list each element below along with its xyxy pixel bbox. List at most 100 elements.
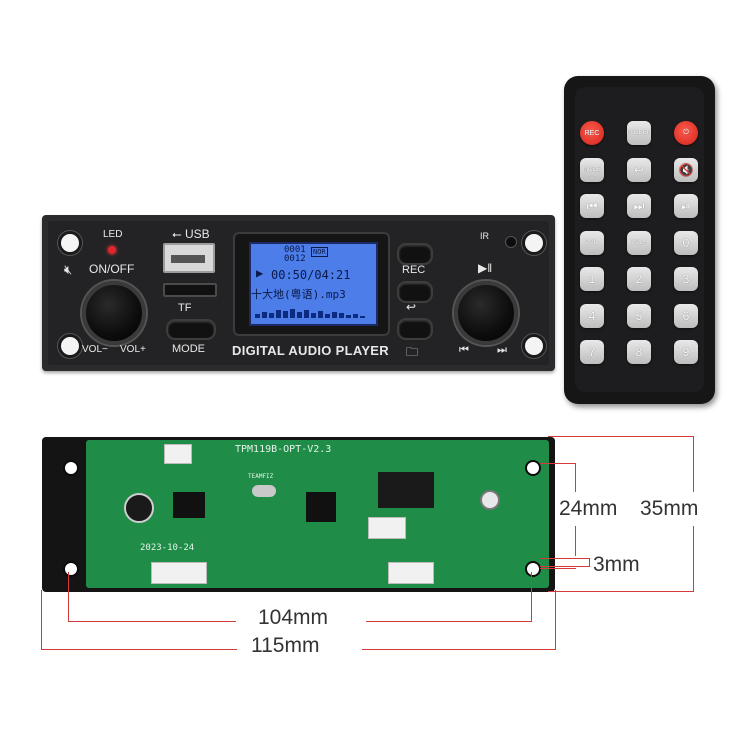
lcd-eq-mode: NOR <box>311 247 328 257</box>
remote-button-1-2[interactable]: 🔇 <box>674 157 698 182</box>
remote-button-4-1[interactable]: 2 <box>627 267 651 291</box>
screw-hole-bottom-left <box>58 334 82 358</box>
dim-35mm-upper-vertical <box>693 436 694 492</box>
mode-button[interactable] <box>166 319 216 340</box>
dim-115mm-right-line <box>362 649 556 650</box>
dim-35mm-top-line <box>548 436 694 437</box>
lcd-spectrum-bar <box>262 312 267 318</box>
lcd-spectrum-bar <box>353 314 358 318</box>
lcd-track-total: 0012 <box>284 254 306 264</box>
mount-hole-top-left <box>63 460 79 476</box>
pcb-brand-label: TEAMFIZ <box>248 473 274 480</box>
pcb-model-label: TPM119B-OPT-V2.3 <box>235 444 332 455</box>
lcd-track-number: 0001 <box>284 245 306 255</box>
dim-104mm-label: 104mm <box>258 606 329 629</box>
remote-button-0-0[interactable]: REC <box>580 121 604 145</box>
remote-button-6-2[interactable]: 9 <box>674 340 698 364</box>
pcb-connector-top <box>164 444 192 464</box>
dim-35mm-label: 35mm <box>640 497 699 520</box>
dim-24mm-upper-vertical <box>575 463 576 492</box>
remote-button-5-0[interactable]: 4 <box>580 303 604 328</box>
ir-receiver <box>505 236 517 248</box>
screw-hole-top-left <box>58 231 82 255</box>
power-label: ON/OFF <box>89 262 135 276</box>
pcb-connector-middle <box>368 517 406 539</box>
dim-35mm-lower-vertical <box>693 526 694 592</box>
folder-button[interactable] <box>397 281 433 303</box>
remote-button-6-1[interactable]: 8 <box>627 340 651 364</box>
volume-knob[interactable] <box>82 281 146 345</box>
lcd-spectrum-bar <box>276 310 281 318</box>
pcb-main-chip <box>306 492 336 522</box>
rec-label: REC <box>402 264 426 276</box>
dim-3mm-vertical <box>589 558 590 567</box>
lcd-spectrum-bar <box>269 313 274 318</box>
lcd-spectrum-bar <box>283 311 288 318</box>
panel-title: DIGITAL AUDIO PLAYER <box>232 343 389 358</box>
pcb-ir-receiver <box>480 490 500 510</box>
folder-icon: 🗀︎ <box>406 345 419 359</box>
remote-button-1-0[interactable]: MODE <box>580 157 604 182</box>
lcd-spectrum-bar <box>311 313 316 318</box>
mount-hole-bottom-right <box>525 561 541 577</box>
rec-button[interactable] <box>397 243 433 265</box>
lcd-spectrum-bar <box>339 313 344 318</box>
dim-3mm-label: 3mm <box>593 553 640 576</box>
dim-104mm-right-line <box>366 621 532 622</box>
remote-button-2-1[interactable]: ⏭ <box>627 194 651 218</box>
return-icon: ↩ <box>406 300 417 314</box>
mute-icon: 🔇︎ <box>64 262 73 277</box>
lcd-spectrum-bar <box>297 312 302 318</box>
remote-button-4-2[interactable]: 3 <box>674 267 698 291</box>
remote-button-5-1[interactable]: 5 <box>627 303 651 328</box>
ir-label: IR <box>480 231 489 241</box>
lcd-spectrum-bar <box>304 310 309 318</box>
remote-button-0-2[interactable]: ⏻ <box>674 121 698 145</box>
lcd-spectrum-bar <box>318 311 323 318</box>
remote-button-4-0[interactable]: 1 <box>580 267 604 291</box>
screw-hole-bottom-right <box>522 334 546 358</box>
remote-button-3-2[interactable]: 0 <box>674 230 698 255</box>
vol-minus-label: VOL− <box>82 344 108 355</box>
pcb-date-label: 2023-10-24 <box>140 543 195 553</box>
remote-button-2-0[interactable]: ⏮ <box>580 194 604 218</box>
lcd-spectrum-bar <box>325 314 330 318</box>
dim-115mm-left-tick <box>41 590 42 650</box>
dim-104mm-left-line <box>68 621 236 622</box>
dim-24mm-bottom-line <box>540 568 576 569</box>
usb-port[interactable] <box>163 243 215 273</box>
control-knob[interactable] <box>454 281 518 345</box>
dim-115mm-left-line <box>41 649 237 650</box>
lcd-filename: 十大地(粤语).mp3 <box>251 288 346 301</box>
vol-plus-label: VOL+ <box>120 344 146 355</box>
dim-24mm-label: 24mm <box>559 497 618 520</box>
lcd-time: 00:50/04:21 <box>271 268 351 282</box>
dim-115mm-label: 115mm <box>251 634 320 657</box>
play-pause-icon: ▶‖ <box>478 261 493 275</box>
dim-104mm-right-tick <box>531 572 532 622</box>
dim-3mm-top-line <box>540 558 590 559</box>
pcb-capacitor <box>124 493 154 523</box>
remote-button-2-2[interactable]: ⏯ <box>674 194 698 218</box>
remote-button-6-0[interactable]: 7 <box>580 340 604 364</box>
remote-button-0-1[interactable]: FOLDER <box>627 121 651 145</box>
remote-button-5-2[interactable]: 6 <box>674 303 698 328</box>
remote-button-1-1[interactable]: ↩ <box>627 157 651 182</box>
dim-24mm-lower-vertical <box>575 526 576 556</box>
lcd-spectrum-bar <box>360 316 365 318</box>
dim-3mm-bottom-line <box>540 566 590 567</box>
dim-35mm-bottom-line <box>548 591 694 592</box>
usb-icon: ⭠ <box>172 227 185 241</box>
tf-label: TF <box>178 302 192 314</box>
remote-button-3-1[interactable]: VOL+ <box>627 230 651 255</box>
mount-hole-top-right <box>525 460 541 476</box>
remote-button-3-0[interactable]: VOL- <box>580 230 604 255</box>
next-icon: ⏭ <box>497 344 507 356</box>
pcb-connector-bottom-right <box>388 562 434 584</box>
led-indicator <box>108 246 116 254</box>
return-button[interactable] <box>397 318 433 340</box>
tf-card-slot[interactable] <box>163 283 217 297</box>
lcd-spectrum-bar <box>255 314 260 318</box>
dim-104mm-left-tick <box>68 572 69 622</box>
lcd-play-icon: ▶ <box>256 266 264 280</box>
